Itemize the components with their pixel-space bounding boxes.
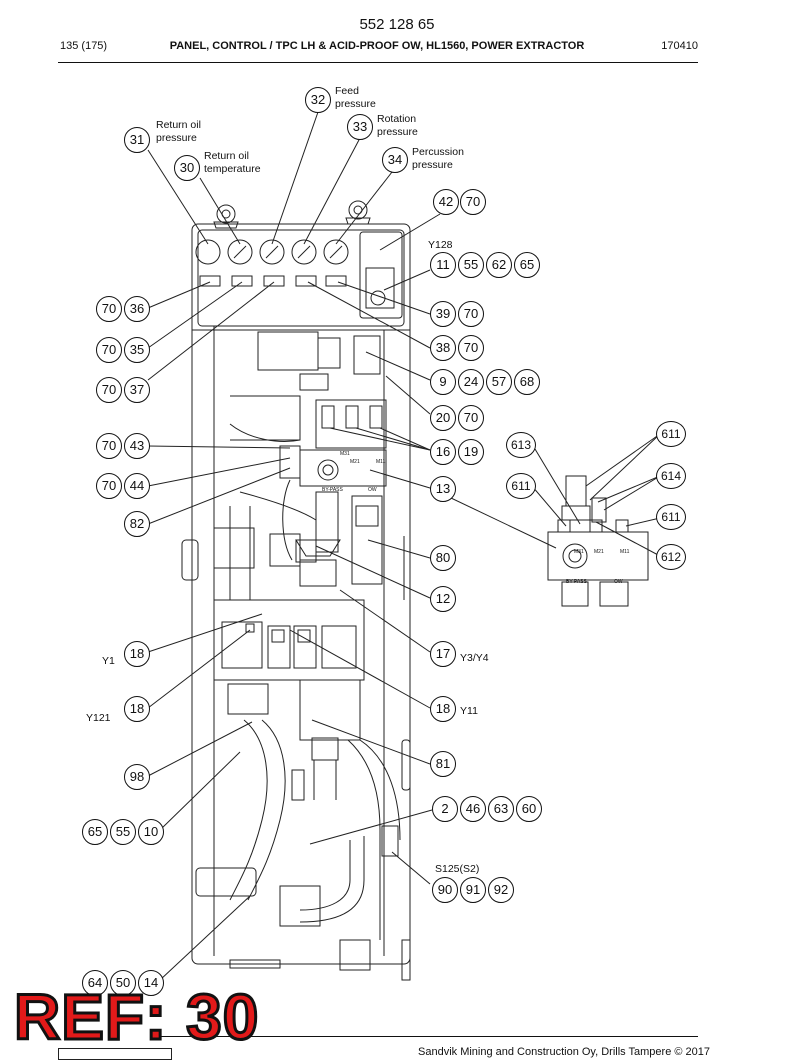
callout-11-55: 55 (458, 252, 484, 278)
callout-18-y121: 18 (124, 696, 150, 722)
callout-55: 55 (110, 819, 136, 845)
ref-stamp: REF: 30 (12, 981, 260, 1053)
label-percussion-pressure: Percussion pressure (412, 146, 464, 171)
callout-613: 613 (506, 432, 536, 458)
label-y1: Y1 (102, 655, 115, 667)
callout-36-70: 70 (96, 296, 122, 322)
callout-9-24: 24 (458, 369, 484, 395)
callout-38-70: 70 (458, 335, 484, 361)
callout-611-left: 611 (506, 473, 536, 499)
mark-m11: M11 (376, 459, 386, 465)
label-y3y4: Y3/Y4 (460, 652, 489, 664)
lifting-eye-left (213, 204, 239, 229)
callout-42-70: 70 (460, 189, 486, 215)
callout-9-68: 68 (514, 369, 540, 395)
mark-bypass: BY-PASS (322, 487, 343, 493)
callout-611-top: 611 (656, 421, 686, 447)
mark-m31: M31 (340, 451, 350, 457)
document-date: 170410 (661, 40, 698, 52)
callout-16: 16 (430, 439, 456, 465)
frame-outline (191, 223, 411, 965)
footer-copyright: Sandvik Mining and Construction Oy, Dril… (418, 1046, 710, 1058)
callout-43-70: 70 (96, 433, 122, 459)
callout-39: 39 (430, 301, 456, 327)
callout-10: 10 (138, 819, 164, 845)
callout-98: 98 (124, 764, 150, 790)
callout-36: 36 (124, 296, 150, 322)
label-y128: Y128 (428, 239, 453, 251)
callout-90: 90 (432, 877, 458, 903)
callout-20: 20 (430, 405, 456, 431)
footer-divider (150, 1036, 698, 1037)
callout-18-y1: 18 (124, 641, 150, 667)
callout-81: 81 (430, 751, 456, 777)
detail-mark-bypass: BY-PASS (566, 579, 587, 585)
callout-20-70: 70 (458, 405, 484, 431)
callout-50: 50 (110, 970, 136, 996)
callout-43: 43 (124, 433, 150, 459)
callout-35: 35 (124, 337, 150, 363)
gauge-panel (197, 229, 405, 327)
label-y11: Y11 (460, 705, 478, 717)
callout-2-60: 60 (516, 796, 542, 822)
callout-13: 13 (430, 476, 456, 502)
page-title: PANEL, CONTROL / TPC LH & ACID-PROOF OW,… (169, 40, 585, 52)
callout-80: 80 (430, 545, 456, 571)
callout-33: 33 (347, 114, 373, 140)
label-feed-pressure: Feed pressure (335, 85, 376, 110)
detail-mark-m21: M21 (594, 549, 604, 555)
label-return-oil-pressure: Return oil pressure (156, 119, 201, 144)
callout-42: 42 (433, 189, 459, 215)
callout-2-46: 46 (460, 796, 486, 822)
callout-39-70: 70 (458, 301, 484, 327)
callout-44: 44 (124, 473, 150, 499)
callout-9: 9 (430, 369, 456, 395)
label-rotation-pressure: Rotation pressure (377, 113, 418, 138)
gauge-label-plates (199, 275, 347, 287)
callout-11: 11 (430, 252, 456, 278)
page-number: 135 (175) (60, 40, 108, 52)
callout-34: 34 (382, 147, 408, 173)
callout-17: 17 (430, 641, 456, 667)
callout-37: 37 (124, 377, 150, 403)
leader-lines (147, 111, 661, 981)
mark-m21: M21 (350, 459, 360, 465)
callout-32: 32 (305, 87, 331, 113)
callout-2-63: 63 (488, 796, 514, 822)
label-return-oil-temperature: Return oil temperature (204, 150, 261, 175)
callout-92: 92 (488, 877, 514, 903)
detail-manifold (547, 475, 649, 607)
callout-611-right: 611 (656, 504, 686, 530)
callout-35-70: 70 (96, 337, 122, 363)
callout-9-57: 57 (486, 369, 512, 395)
label-s125: S125(S2) (435, 863, 480, 875)
detail-mark-m11: M11 (620, 549, 630, 555)
callout-30: 30 (174, 155, 200, 181)
callout-37-70: 70 (96, 377, 122, 403)
callout-82: 82 (124, 511, 150, 537)
header-divider (58, 62, 698, 63)
callout-91: 91 (460, 877, 486, 903)
callout-19: 19 (458, 439, 484, 465)
mark-ow: OW (368, 487, 377, 493)
callout-614: 614 (656, 463, 686, 489)
callout-38: 38 (430, 335, 456, 361)
callout-2: 2 (432, 796, 458, 822)
callout-12: 12 (430, 586, 456, 612)
callout-44-70: 70 (96, 473, 122, 499)
callout-14: 14 (138, 970, 164, 996)
detail-mark-m31: M31 (574, 549, 584, 555)
label-y121: Y121 (86, 712, 111, 724)
callout-11-62: 62 (486, 252, 512, 278)
callout-11-65: 65 (514, 252, 540, 278)
callout-64: 64 (82, 970, 108, 996)
callout-18-y11: 18 (430, 696, 456, 722)
callout-65: 65 (82, 819, 108, 845)
detail-mark-ow: OW (614, 579, 623, 585)
callout-31: 31 (124, 127, 150, 153)
gauge-row (195, 239, 349, 265)
callout-612: 612 (656, 544, 686, 570)
document-number: 552 128 65 (359, 16, 435, 33)
